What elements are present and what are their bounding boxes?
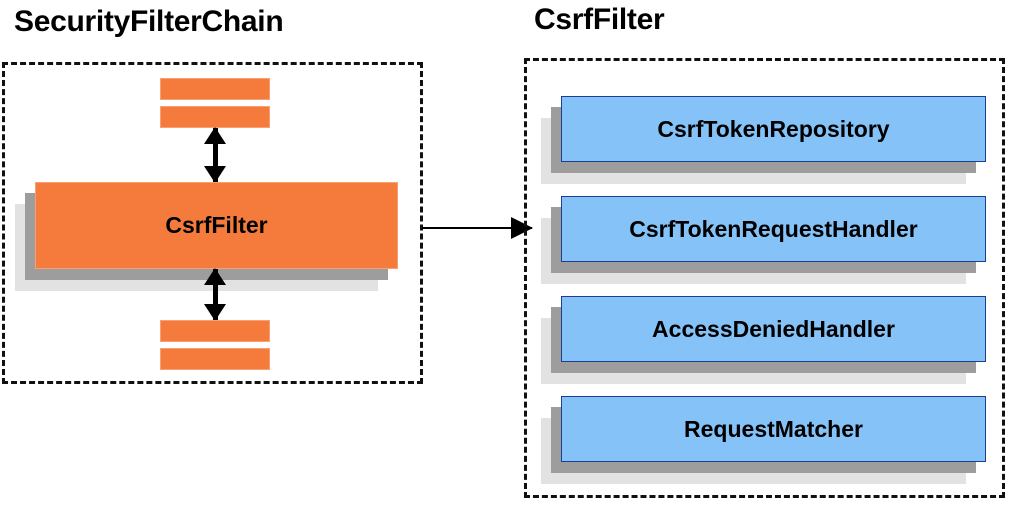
arrow-up-bidirectional (202, 127, 228, 183)
node-csrf-token-repository[interactable]: CsrfTokenRepository (541, 96, 986, 184)
arrow-head-down-icon (204, 166, 226, 183)
panel-title-csrf-filter: CsrfFilter (534, 3, 665, 36)
panel-csrf-filter (524, 58, 1005, 498)
filter-bar-below-1 (160, 320, 270, 342)
node-csrf-token-repository-label: CsrfTokenRepository (561, 96, 986, 162)
arrow-head-right-icon (511, 217, 533, 239)
filter-bar-above-2 (160, 106, 270, 128)
filter-bar-above-1 (160, 78, 270, 100)
node-request-matcher-label: RequestMatcher (561, 396, 986, 462)
arrow-head-up-icon (204, 127, 226, 144)
filter-bar-below-2 (160, 348, 270, 370)
arrow-shaft (212, 128, 218, 182)
panel-title-security-filter-chain: SecurityFilterChain (14, 5, 284, 38)
panel-security-filter-chain (2, 62, 423, 384)
arrow-head-down-icon (204, 304, 226, 321)
arrow-shaft (212, 269, 218, 320)
node-csrf-token-request-handler-label: CsrfTokenRequestHandler (561, 196, 986, 262)
connector-arrow-to-csrf-filter-detail (422, 217, 533, 239)
node-access-denied-handler[interactable]: AccessDeniedHandler (541, 296, 986, 384)
connector-shaft (422, 227, 532, 229)
node-csrf-filter[interactable]: CsrfFilter (15, 182, 398, 291)
node-access-denied-handler-label: AccessDeniedHandler (561, 296, 986, 362)
node-request-matcher[interactable]: RequestMatcher (541, 396, 986, 484)
node-csrf-filter-label: CsrfFilter (35, 182, 398, 269)
arrow-down-bidirectional (202, 268, 228, 321)
node-csrf-token-request-handler[interactable]: CsrfTokenRequestHandler (541, 196, 986, 284)
arrow-head-up-icon (204, 268, 226, 285)
